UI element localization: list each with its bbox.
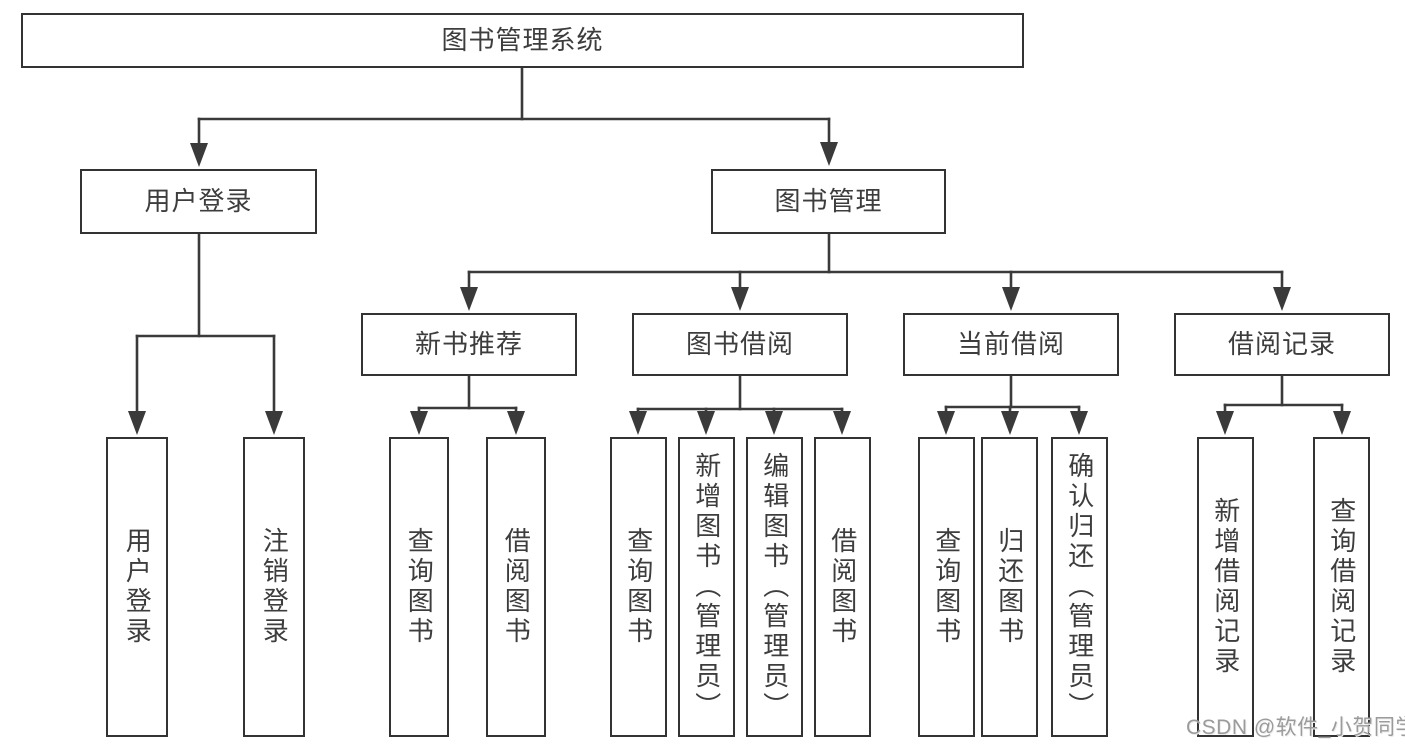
leaf-user-login: 用户登录 [106, 437, 168, 737]
node-current-borrow: 当前借阅 [903, 313, 1119, 376]
leaf-query-book-borrow: 查询图书 [610, 437, 667, 737]
csdn-watermark: CSDN @软件_小贺同学 [1186, 716, 1405, 739]
edge-user-login-to-leaves [128, 232, 283, 435]
leaf-edit-book-admin: 编辑图书（管理员） [746, 437, 803, 737]
leaf-query-book-current: 查询图书 [918, 437, 975, 737]
node-book-borrow: 图书借阅 [632, 313, 848, 376]
leaf-confirm-return-admin: 确认归还（管理员） [1051, 437, 1108, 737]
leaf-add-book-admin: 新增图书（管理员） [678, 437, 735, 737]
leaf-logout: 注销登录 [243, 437, 305, 737]
leaf-borrow-book-rec: 借阅图书 [486, 437, 546, 737]
edge-book-mgmt-to-level3 [460, 231, 1291, 311]
edge-new-book-rec-to-leaves [410, 374, 525, 435]
leaf-return-book: 归还图书 [981, 437, 1038, 737]
leaf-add-borrow-record: 新增借阅记录 [1197, 437, 1254, 737]
leaf-borrow-book: 借阅图书 [814, 437, 871, 737]
edge-book-borrow-to-leaves [629, 374, 851, 435]
node-book-mgmt: 图书管理 [711, 169, 946, 234]
leaf-query-book-rec: 查询图书 [389, 437, 449, 737]
leaf-query-borrow-record: 查询借阅记录 [1313, 437, 1370, 737]
node-borrow-records: 借阅记录 [1174, 313, 1390, 376]
node-root: 图书管理系统 [21, 13, 1024, 68]
node-new-book-rec: 新书推荐 [361, 313, 577, 376]
node-user-login: 用户登录 [80, 169, 317, 234]
edge-borrow-records-to-leaves [1216, 374, 1351, 435]
edge-root-to-level2 [190, 66, 838, 167]
edge-current-borrow-to-leaves [937, 374, 1088, 435]
